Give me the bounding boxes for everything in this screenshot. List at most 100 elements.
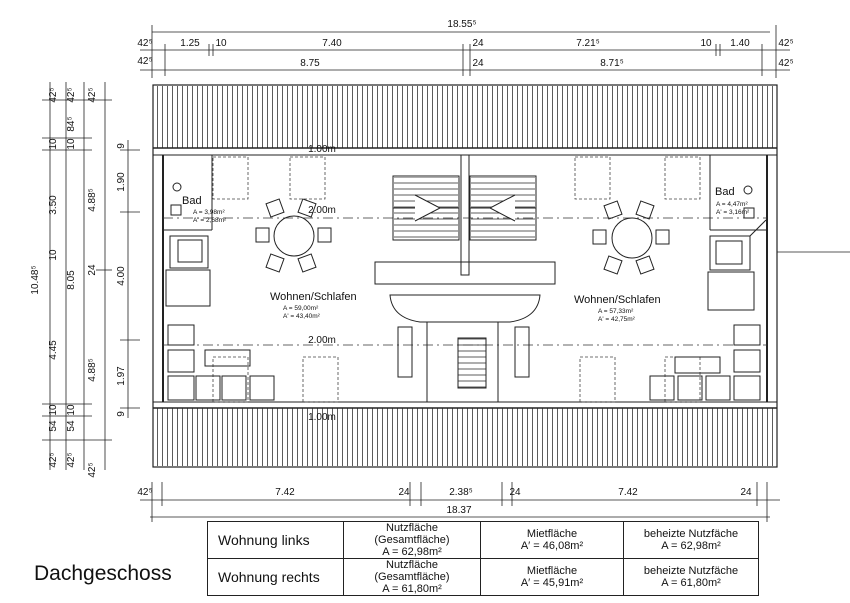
dim-top-r1-1: 42⁵ bbox=[137, 38, 152, 49]
dim-left-c3-0: 42⁵ bbox=[87, 87, 98, 102]
usable-area-value: A = 61,80m² bbox=[382, 583, 442, 595]
usable-area-value: A = 62,98m² bbox=[382, 546, 442, 558]
usable-area-cell: Nutzfläche (Gesamtfläche)A = 61,80m² bbox=[343, 558, 481, 596]
apartment-name: Wohnung rechts bbox=[207, 558, 344, 596]
dim-left-c3-2: 24 bbox=[87, 264, 98, 276]
dim-left-c2-2: 10 bbox=[66, 138, 77, 150]
skylights bbox=[212, 156, 701, 403]
bad-left-area: A = 3,98m² bbox=[193, 209, 225, 216]
dim-top-r2-4: 8.71⁵ bbox=[600, 58, 624, 69]
dim-left-c4-1: 1.90 bbox=[116, 172, 127, 192]
heated-area-label: beheizte Nutzfäche bbox=[643, 565, 739, 577]
dim-bottom-4: 2.38⁵ bbox=[449, 487, 473, 498]
line-upper-label: 2.00m bbox=[308, 205, 336, 216]
bottom-dimensions bbox=[140, 482, 780, 522]
dim-top-r2-1: 42⁵ bbox=[137, 56, 152, 67]
living-furniture-right bbox=[649, 324, 761, 401]
room-left-area: A = 59,00m² bbox=[283, 305, 319, 312]
dim-left-c2-4: 10 bbox=[66, 404, 77, 416]
dim-left-c2-6: 42⁵ bbox=[66, 452, 77, 467]
bad-right-label: Bad bbox=[715, 186, 735, 198]
area-table: Wohnung links Nutzfläche (Gesamtfläche)A… bbox=[207, 521, 759, 596]
dim-top-overall: 18.55⁵ bbox=[447, 19, 476, 30]
dim-left-c1-2: 3.50 bbox=[48, 195, 59, 215]
usable-area-label: Nutzfläche (Gesamtfläche) bbox=[374, 559, 450, 583]
bad-right-area: A = 4,47m² bbox=[716, 201, 748, 208]
dim-bottom-6: 7.42 bbox=[618, 487, 638, 498]
dim-left-c4-2: 4.00 bbox=[116, 266, 127, 286]
table-row: Wohnung links Nutzfläche (Gesamtfläche)A… bbox=[207, 521, 759, 559]
dim-left-c1-4: 4.45 bbox=[48, 340, 59, 360]
room-right-label: Wohnen/Schlafen bbox=[574, 294, 661, 306]
dim-left-c4-4: 9 bbox=[116, 411, 127, 417]
bad-right-area2: A' = 3,16m² bbox=[716, 209, 750, 216]
usable-area-label: Nutzfläche (Gesamtfläche) bbox=[374, 522, 450, 546]
dim-left-c4-3: 1.97 bbox=[116, 366, 127, 386]
dim-left-c1-1: 10 bbox=[48, 138, 59, 150]
stairwell bbox=[374, 175, 556, 402]
dim-bottom-2: 7.42 bbox=[275, 487, 295, 498]
heated-area-label: beheizte Nutzfäche bbox=[643, 528, 739, 540]
dim-left-c1-5: 10 bbox=[48, 404, 59, 416]
dim-top-r1-4: 7.40 bbox=[322, 38, 342, 49]
dim-bottom-7: 24 bbox=[740, 487, 752, 498]
page-title: Dachgeschoss bbox=[34, 562, 172, 585]
bathroom-right bbox=[707, 155, 767, 311]
top-dimensions bbox=[140, 25, 790, 78]
table-row: Wohnung rechts Nutzfläche (Gesamtfläche)… bbox=[207, 558, 759, 596]
room-left-area2: A' = 43,40m² bbox=[283, 313, 321, 320]
dim-bottom-1: 42⁵ bbox=[137, 487, 152, 498]
bathroom-left bbox=[163, 155, 213, 307]
dim-left-c1-3: 10 bbox=[48, 249, 59, 261]
room-right-area2: A' = 42,75m² bbox=[598, 316, 636, 323]
dim-left-c1-6: 54 bbox=[48, 420, 59, 432]
usable-area-cell: Nutzfläche (Gesamtfläche)A = 62,98m² bbox=[343, 521, 481, 559]
dim-left-c2-0: 42⁵ bbox=[66, 87, 77, 102]
dim-top-r2-2: 8.75 bbox=[300, 58, 320, 69]
dim-left-overall: 10.48⁵ bbox=[30, 265, 41, 294]
dim-top-r2-3: 24 bbox=[472, 58, 484, 69]
dim-left-c2-5: 54 bbox=[66, 420, 77, 432]
dim-left-c3-4: 42⁵ bbox=[87, 462, 98, 477]
roof-bottom-label: 1.00m bbox=[308, 412, 336, 423]
dim-top-r2-5: 42⁵ bbox=[778, 58, 793, 69]
rental-area-label: Mietfläche bbox=[526, 528, 578, 540]
left-dimensions bbox=[42, 82, 140, 470]
rental-area-value: A′ = 45,91m² bbox=[520, 577, 584, 589]
dim-left-c2-1: 84⁵ bbox=[66, 116, 77, 131]
bad-left-area2: A' = 2,68m² bbox=[193, 217, 227, 224]
dim-top-r1-6: 7.21⁵ bbox=[576, 38, 600, 49]
rental-area-value: A′ = 46,08m² bbox=[520, 540, 584, 552]
roof-top-label: 1.00m bbox=[308, 144, 336, 155]
room-left-label: Wohnen/Schlafen bbox=[270, 291, 357, 303]
dim-top-r1-9: 42⁵ bbox=[778, 38, 793, 49]
dim-top-r1-7: 10 bbox=[700, 38, 712, 49]
dim-top-r1-5: 24 bbox=[472, 38, 484, 49]
dining-table-right bbox=[592, 200, 670, 275]
dim-top-r1-2: 1.25 bbox=[180, 38, 200, 49]
dim-left-c1-7: 42⁵ bbox=[48, 452, 59, 467]
heated-area-value: A = 61,80m² bbox=[661, 577, 721, 589]
room-right-area: A = 57,33m² bbox=[598, 308, 634, 315]
apartment-name: Wohnung links bbox=[207, 521, 344, 559]
dim-left-c4-0: 9 bbox=[116, 143, 127, 149]
heated-area-value: A = 62,98m² bbox=[661, 540, 721, 552]
dim-top-r1-3: 10 bbox=[215, 38, 227, 49]
bad-left-label: Bad bbox=[182, 195, 202, 207]
dim-top-r1-8: 1.40 bbox=[730, 38, 750, 49]
building bbox=[152, 84, 850, 468]
rental-area-label: Mietfläche bbox=[526, 565, 578, 577]
dim-left-c3-1: 4.88⁵ bbox=[87, 188, 98, 212]
dim-bottom-overall: 18.37 bbox=[446, 505, 471, 516]
dim-left-c2-3: 8.05 bbox=[66, 270, 77, 290]
dining-table-left bbox=[255, 198, 332, 273]
dim-bottom-3: 24 bbox=[398, 487, 410, 498]
dim-left-c1-0: 42⁵ bbox=[48, 87, 59, 102]
dim-left-c3-3: 4.88⁵ bbox=[87, 358, 98, 382]
dim-bottom-5: 24 bbox=[509, 487, 521, 498]
